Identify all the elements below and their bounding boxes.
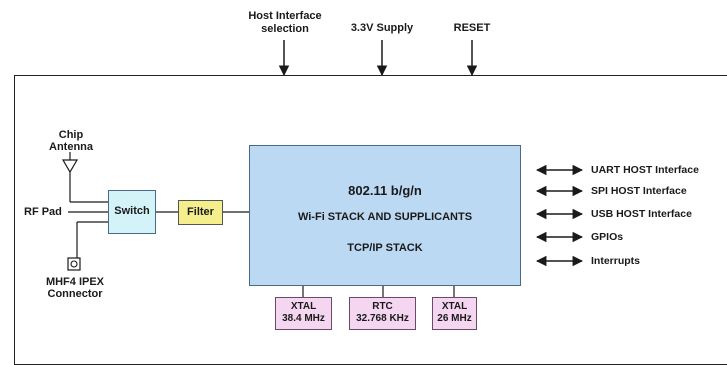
switch-block: Switch bbox=[108, 190, 156, 234]
connector-icon bbox=[67, 221, 108, 271]
filter-block: Filter bbox=[178, 200, 223, 225]
core-stack-label: Wi-Fi STACK AND SUPPLICANTS bbox=[297, 211, 473, 223]
wifi-core-block: 802.11 b/g/n Wi-Fi STACK AND SUPPLICANTS… bbox=[249, 145, 521, 286]
host-interface-label-line2: selection bbox=[261, 23, 309, 35]
xtal-26-name: XTAL bbox=[441, 301, 468, 312]
usb-interface-label: USB HOST Interface bbox=[591, 208, 692, 220]
uart-interface-label: UART HOST Interface bbox=[591, 164, 699, 176]
chip-antenna-label-line2: Antenna bbox=[49, 141, 93, 153]
spi-interface-label: SPI HOST Interface bbox=[591, 185, 687, 197]
connector-lines bbox=[61, 40, 584, 297]
filter-label: Filter bbox=[187, 206, 214, 218]
core-title: 802.11 b/g/n bbox=[348, 183, 422, 198]
host-interface-label-line1: Host Interface bbox=[248, 10, 322, 22]
xtal-38-block: XTAL 38.4 MHz bbox=[275, 297, 332, 330]
supply-label: 3.3V Supply bbox=[350, 22, 414, 34]
connector-label-line1: MHF4 IPEX bbox=[45, 276, 105, 288]
gpios-label: GPIOs bbox=[591, 231, 624, 243]
chip-antenna-icon bbox=[61, 152, 108, 203]
block-diagram: Host Interface selection 3.3V Supply RES… bbox=[14, 10, 727, 365]
xtal-26-freq: 26 MHz bbox=[437, 313, 472, 324]
xtal-38-freq: 38.4 MHz bbox=[282, 313, 325, 324]
switch-label: Switch bbox=[114, 205, 150, 217]
reset-label: RESET bbox=[453, 22, 491, 34]
rtc-block: RTC 32.768 KHz bbox=[349, 297, 416, 330]
rtc-name: RTC bbox=[372, 301, 393, 312]
host-interface-label: Host Interface selection bbox=[235, 10, 335, 36]
core-tcpip-label: TCP/IP STACK bbox=[347, 242, 423, 254]
xtal-38-name: XTAL bbox=[290, 301, 317, 312]
xtal-26-block: XTAL 26 MHz bbox=[432, 297, 477, 330]
connector-label-line2: Connector bbox=[47, 288, 103, 300]
interrupts-label: Interrupts bbox=[591, 255, 641, 267]
chip-antenna-label: Chip Antenna bbox=[44, 129, 98, 153]
rf-pad-label: RF Pad bbox=[24, 206, 62, 218]
connector-label: MHF4 IPEX Connector bbox=[30, 276, 120, 300]
chip-antenna-label-line1: Chip bbox=[58, 129, 84, 141]
rtc-freq: 32.768 KHz bbox=[356, 313, 409, 324]
